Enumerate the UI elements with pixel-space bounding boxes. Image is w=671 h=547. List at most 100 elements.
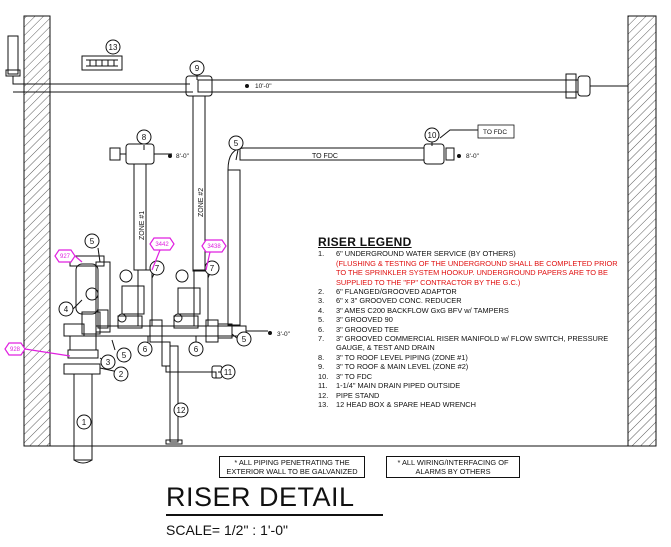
zone1-riser-pipe bbox=[109, 143, 172, 271]
legend-item-text: 3" TO ROOF LEVEL PIPING (ZONE #1) bbox=[336, 352, 468, 362]
fdc-pipe-label: TO FDC bbox=[312, 153, 338, 160]
callout-3: 3 bbox=[100, 354, 116, 370]
fdc-pipe bbox=[227, 143, 455, 326]
legend-item: 11. 1-1/4" MAIN DRAIN PIPED OUTSIDE bbox=[318, 381, 618, 390]
svg-text:7: 7 bbox=[155, 264, 160, 273]
backflow-assembly bbox=[63, 255, 111, 375]
svg-text:927: 927 bbox=[60, 254, 71, 260]
legend-item-text: 6" FLANGED/GROOVED ADAPTOR bbox=[336, 287, 457, 297]
callouts: 13 9 8 5 10 5 7 7 4 6 6 5 5 3 2 11 12 1 bbox=[58, 39, 440, 430]
legend-item-number: 10. bbox=[318, 371, 329, 381]
legend-item: 1. 6" UNDERGROUND WATER SERVICE (BY OTHER… bbox=[318, 249, 618, 258]
callout-4: 4 bbox=[58, 301, 74, 317]
callout-6: 6 bbox=[188, 341, 204, 357]
svg-text:3: 3 bbox=[106, 358, 111, 367]
legend-item: 13. 12 HEAD BOX & SPARE HEAD WRENCH bbox=[318, 400, 618, 409]
callout-13: 13 bbox=[105, 39, 121, 55]
tag-928: 928 bbox=[4, 342, 71, 357]
top-level-pipe bbox=[5, 35, 628, 99]
legend-item-text: PIPE STAND bbox=[336, 390, 380, 400]
legend-item: 8. 3" TO ROOF LEVEL PIPING (ZONE #1) bbox=[318, 353, 618, 362]
svg-text:2: 2 bbox=[119, 370, 124, 379]
legend-item-text: 1-1/4" MAIN DRAIN PIPED OUTSIDE bbox=[336, 381, 461, 391]
note-alarms: * ALL WIRING/INTERFACING OF ALARMS BY OT… bbox=[386, 456, 520, 478]
legend-item: 4. 3" AMES C200 BACKFLOW GxG BFV w/ TAMPE… bbox=[318, 306, 618, 315]
dimension-dot bbox=[457, 154, 461, 158]
tag-927: 927 bbox=[54, 249, 83, 263]
legend-item-number: 3. bbox=[318, 296, 325, 306]
svg-text:9: 9 bbox=[195, 64, 200, 73]
legend-item-text: 3" AMES C200 BACKFLOW GxG BFV w/ TAMPERS bbox=[336, 305, 509, 315]
callout-11: 11 bbox=[220, 364, 236, 380]
callout-5: 5 bbox=[84, 233, 100, 249]
legend-item-number: 7. bbox=[318, 334, 325, 344]
svg-text:5: 5 bbox=[122, 351, 127, 360]
legend-item-text: 3" TO ROOF & MAIN LEVEL (ZONE #2) bbox=[336, 362, 469, 372]
zone1-label: ZONE #1 bbox=[139, 211, 146, 240]
dimension-dot bbox=[168, 154, 172, 158]
head-box bbox=[81, 55, 123, 71]
legend-item: 2. 6" FLANGED/GROOVED ADAPTOR bbox=[318, 287, 618, 296]
note-galvanized: * ALL PIPING PENETRATING THE EXTERIOR WA… bbox=[219, 456, 365, 478]
legend-item-number: 2. bbox=[318, 287, 325, 297]
legend-item-number: 9. bbox=[318, 362, 325, 372]
callout-10: 10 bbox=[424, 127, 440, 143]
svg-text:3442: 3442 bbox=[155, 242, 169, 248]
legend-item: 9. 3" TO ROOF & MAIN LEVEL (ZONE #2) bbox=[318, 362, 618, 371]
svg-text:5: 5 bbox=[234, 139, 239, 148]
callout-5: 5 bbox=[228, 135, 244, 151]
page-title: RISER DETAIL bbox=[166, 482, 355, 512]
riser-manifold-zone1 bbox=[117, 269, 153, 329]
dimension-fdc: 8'-0" bbox=[466, 153, 480, 160]
callout-7: 7 bbox=[204, 260, 220, 276]
legend-item-number: 13. bbox=[318, 399, 329, 409]
dimension-drain: 3'-0" bbox=[277, 331, 291, 338]
legend-item: 10. 3" TO FDC bbox=[318, 372, 618, 381]
svg-text:7: 7 bbox=[210, 264, 215, 273]
legend-item-text: 6" x 3" GROOVED CONC. REDUCER bbox=[336, 296, 462, 306]
legend-item-text: 3" GROOVED COMMERCIAL RISER MANIFOLD w/ … bbox=[336, 334, 609, 353]
svg-text:12: 12 bbox=[177, 406, 186, 415]
zone2-label: ZONE #2 bbox=[198, 188, 205, 217]
svg-text:8: 8 bbox=[142, 133, 147, 142]
legend-item-text: 3" TO FDC bbox=[336, 371, 373, 381]
legend-item-text: 12 HEAD BOX & SPARE HEAD WRENCH bbox=[336, 399, 476, 409]
svg-text:11: 11 bbox=[224, 368, 233, 377]
tag-3442: 3442 bbox=[149, 237, 175, 271]
legend-item-number: 12. bbox=[318, 390, 329, 400]
legend-item-number: 1. bbox=[318, 249, 325, 259]
underground-service-pipe bbox=[73, 373, 93, 464]
svg-text:6: 6 bbox=[143, 345, 148, 354]
callout-7: 7 bbox=[149, 260, 165, 276]
svg-text:13: 13 bbox=[109, 43, 118, 52]
svg-text:1: 1 bbox=[82, 418, 87, 427]
legend-item-number: 4. bbox=[318, 305, 325, 315]
callout-2: 2 bbox=[113, 366, 129, 382]
dimension-dot bbox=[245, 84, 249, 88]
legend-item-text: 3" GROOVED 90 bbox=[336, 315, 393, 325]
legend-item-text: 6" UNDERGROUND WATER SERVICE (BY OTHERS) bbox=[336, 249, 516, 259]
legend-item-number: 8. bbox=[318, 352, 325, 362]
legend-item-text: 3" GROOVED TEE bbox=[336, 324, 399, 334]
fdc-box-label: TO FDC bbox=[483, 129, 507, 136]
legend-item: 7. 3" GROOVED COMMERCIAL RISER MANIFOLD w… bbox=[318, 334, 618, 353]
legend-item: 3. 6" x 3" GROOVED CONC. REDUCER bbox=[318, 296, 618, 305]
header-pipe bbox=[95, 319, 268, 343]
zone2-riser-pipe bbox=[192, 95, 206, 272]
svg-text:4: 4 bbox=[64, 305, 69, 314]
riser-legend: RISER LEGEND 1.6" UNDERGROUND WATER SERV… bbox=[318, 236, 618, 409]
device-tags: 927 928 3442 3438 bbox=[4, 237, 227, 357]
fdc-box bbox=[477, 124, 515, 139]
svg-text:3438: 3438 bbox=[207, 244, 221, 250]
tag-3438: 3438 bbox=[201, 239, 227, 271]
legend-item-number: 11. bbox=[318, 381, 328, 391]
callout-5: 5 bbox=[116, 347, 132, 363]
dimension-top-run: 10'-0" bbox=[255, 83, 272, 90]
riser-manifold-zone2 bbox=[173, 269, 209, 329]
legend-item-number bbox=[318, 259, 336, 287]
legend-item-number: 6. bbox=[318, 324, 325, 334]
legend-item: 6. 3" GROOVED TEE bbox=[318, 325, 618, 334]
scale-label: SCALE= 1/2" : 1'-0" bbox=[166, 522, 288, 538]
